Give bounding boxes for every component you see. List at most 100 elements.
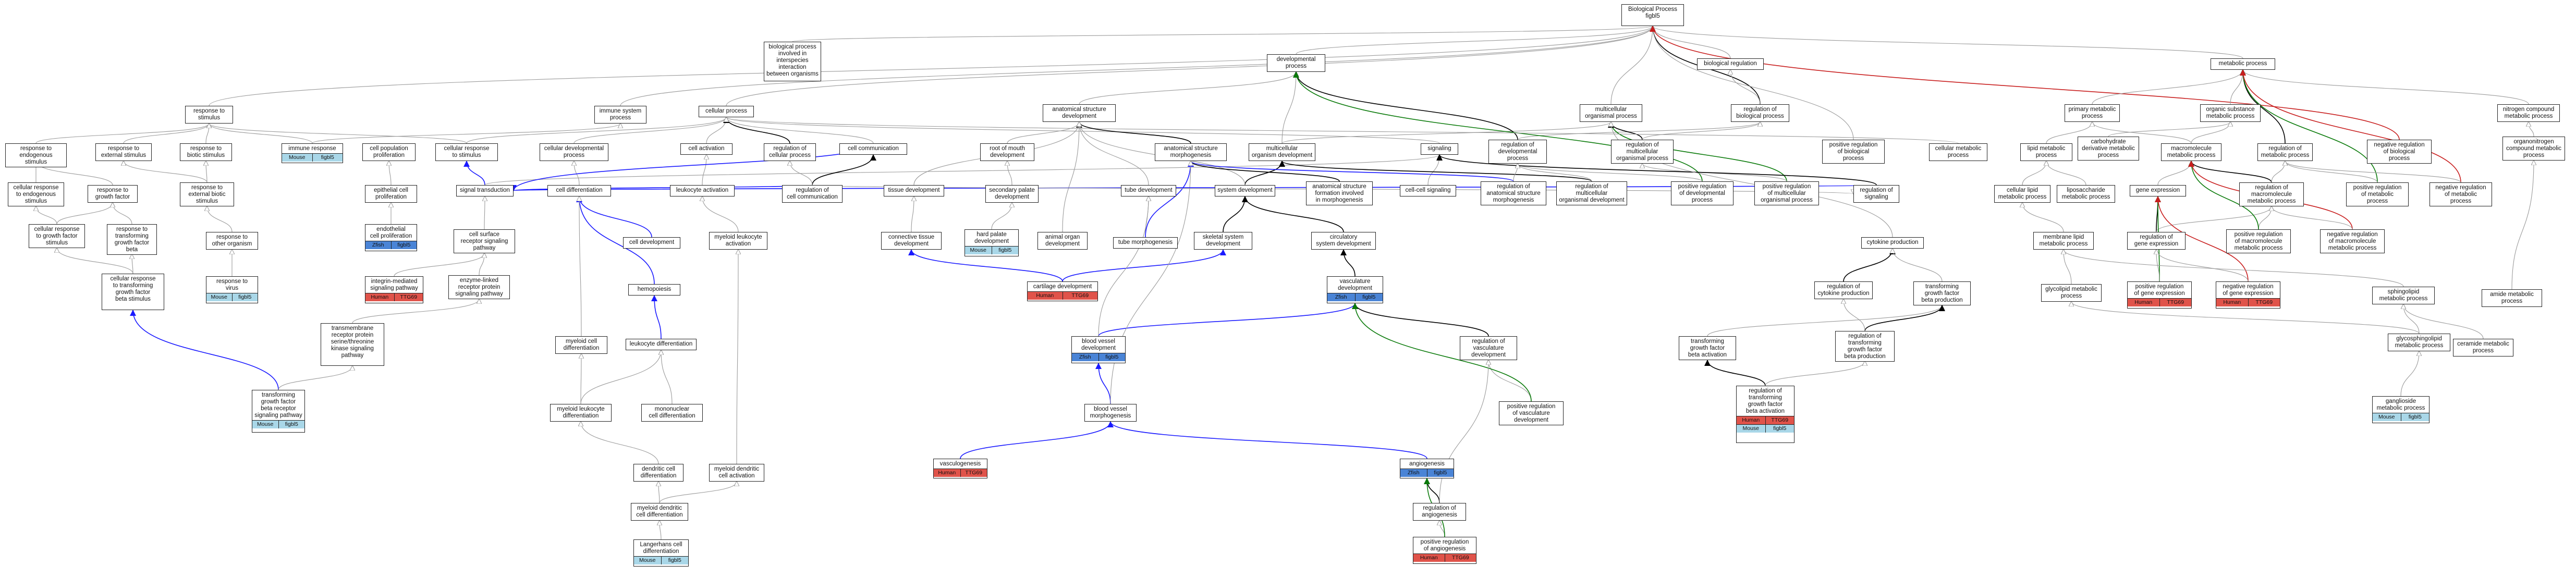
relation-edge — [130, 310, 279, 390]
annotation-badge-text: TTG69 — [2248, 299, 2280, 306]
relation-edge — [792, 26, 1653, 42]
relation-edge — [36, 206, 57, 225]
relation-edge — [2071, 302, 2420, 334]
relation-edge — [908, 249, 1063, 282]
go-term-sys-dev: system development — [1215, 185, 1275, 196]
relation-edge — [1517, 122, 1760, 140]
relation-edge — [726, 117, 874, 144]
relation-edge — [1844, 299, 1865, 331]
relation-edge — [651, 295, 662, 339]
annotation-badge-text: figbl5 — [991, 247, 1018, 254]
annotation-badge-text: figbl5 — [231, 293, 258, 301]
relation-edge — [2156, 206, 2272, 232]
annotation-badge-text: Mouse — [282, 154, 312, 162]
relation-edge — [484, 155, 1439, 186]
relation-edge — [209, 124, 467, 144]
relation-edge — [1608, 121, 1787, 182]
go-term-label: tube morphogenesis — [1118, 239, 1173, 245]
relation-edge — [1098, 196, 1149, 337]
relation-edge — [2285, 161, 2378, 183]
relation-edge — [1293, 71, 1703, 182]
relation-edge — [661, 350, 673, 404]
relation-edge — [2064, 250, 2404, 287]
relation-edge — [658, 482, 660, 503]
go-term-label: immune response — [288, 145, 336, 152]
annotation-badge-text: Mouse — [2373, 413, 2401, 421]
annotation-badge-text: Mouse — [634, 557, 661, 564]
annotation-badge-text: Human — [934, 469, 960, 477]
annotation-badge-text: TTG69 — [394, 293, 423, 301]
relation-edge — [2529, 122, 2534, 137]
relation-edge — [1488, 360, 1532, 402]
relation-edge — [1242, 196, 1344, 232]
annotation-badge-text: Human — [1413, 554, 1445, 562]
relation-edge — [1707, 305, 1942, 337]
annotation-badge-text: figbl5 — [661, 557, 688, 564]
relation-edge — [1188, 161, 1514, 182]
annotation-badge-text: Human — [365, 293, 394, 301]
relation-edge — [659, 482, 737, 503]
relation-edge — [1439, 360, 1488, 503]
relation-edge — [580, 350, 661, 404]
annotation-badge-text: Human — [1028, 292, 1063, 300]
relation-edge — [2403, 304, 2484, 339]
relation-edge — [737, 250, 738, 464]
relation-edge — [790, 161, 813, 186]
annotation-badge-text: figbl5 — [278, 421, 304, 428]
relation-edge — [706, 117, 726, 144]
